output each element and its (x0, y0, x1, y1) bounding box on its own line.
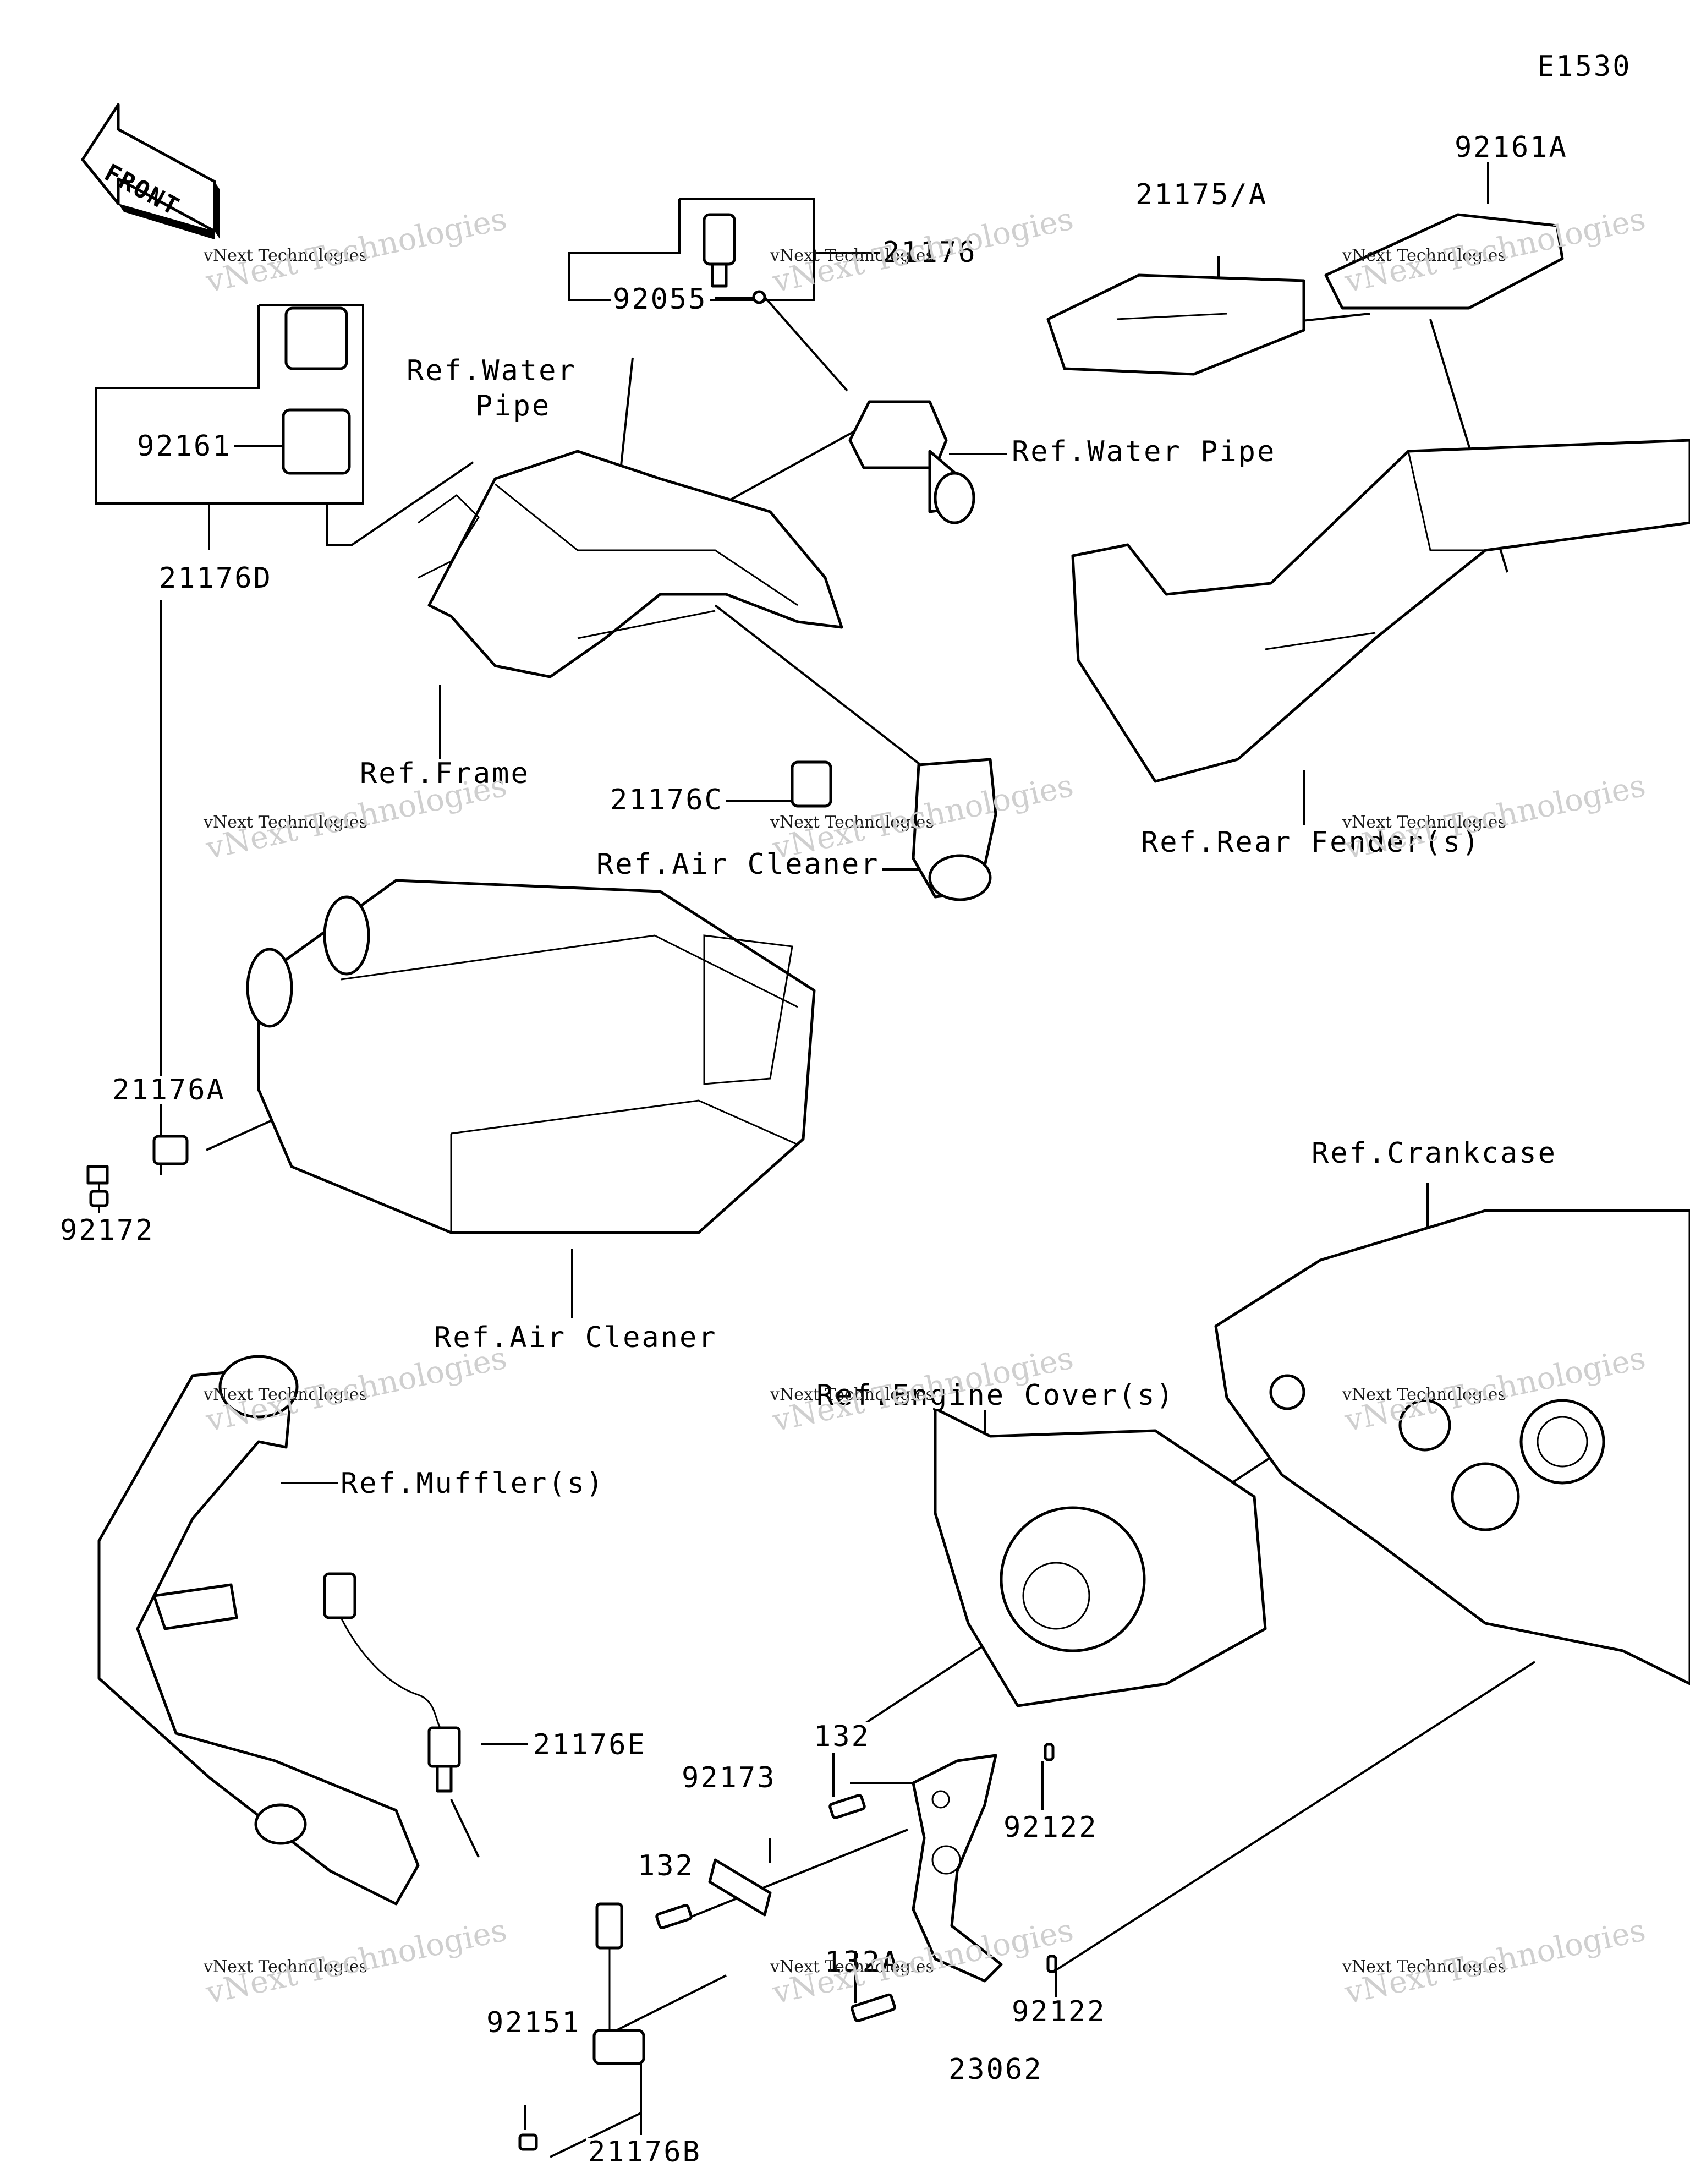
part-rear-fender (1071, 439, 1690, 783)
label-ref-air-cleaner-2: Ref.Air Cleaner (432, 1323, 720, 1352)
part-muffler (97, 1355, 420, 1906)
label-21176e: 21176E (531, 1731, 649, 1759)
label-92151: 92151 (484, 2008, 583, 2037)
part-21176-switch (703, 213, 766, 304)
label-23062: 23062 (946, 2055, 1045, 2084)
part-21176e-o2-sensor (323, 1572, 461, 1793)
part-21176a-sensor (86, 1135, 189, 1185)
part-engine-cover (934, 1407, 1267, 1707)
label-ref-engine-cover: Ref.Engine Cover(s) (814, 1381, 1177, 1410)
label-132-top: 132 (811, 1722, 873, 1751)
part-frame (418, 450, 843, 678)
label-21176: 21176 (880, 238, 979, 267)
label-92122-bottom: 92122 (1009, 1997, 1109, 2026)
label-92055: 92055 (611, 285, 710, 314)
label-ref-water-pipe-line2: Pipe (473, 392, 553, 420)
part-21175-ecu (1046, 273, 1305, 376)
part-92173-collar (708, 1858, 772, 1917)
label-92173: 92173 (679, 1764, 778, 1792)
front-arrow-icon (81, 103, 220, 239)
label-ref-rear-fender: Ref.Rear Fender(s) (1139, 828, 1483, 857)
label-21176b: 21176B (586, 2138, 704, 2166)
label-92122-top: 92122 (1001, 1813, 1100, 1842)
label-92161a: 92161A (1452, 133, 1570, 162)
label-92161: 92161 (135, 432, 234, 461)
label-21176a: 21176A (110, 1076, 228, 1104)
label-ref-water-pipe-line1: Ref.Water (404, 357, 579, 385)
part-92161a-bracket (1324, 213, 1564, 310)
sheet-code: E1530 (1535, 52, 1634, 81)
part-water-pipe-fitting (848, 400, 975, 524)
label-ref-frame: Ref.Frame (358, 759, 532, 788)
label-132a: 132A (825, 1946, 901, 1979)
part-air-cleaner (246, 879, 816, 1234)
label-21176c: 21176C (608, 786, 726, 814)
label-ref-water-pipe-2: Ref.Water Pipe (1009, 437, 1279, 466)
label-ref-crankcase: Ref.Crankcase (1309, 1139, 1559, 1168)
part-92161-relay (282, 306, 351, 475)
label-ref-muffler: Ref.Muffler(s) (338, 1469, 607, 1498)
part-23062-bracket (912, 1754, 1003, 1983)
part-crankcase (1214, 1209, 1690, 1685)
part-21176c-sensor (791, 758, 997, 901)
bolts (89, 1190, 1057, 2151)
label-132-mid: 132 (635, 1852, 696, 1880)
label-ref-air-cleaner-1: Ref.Air Cleaner (594, 850, 882, 879)
label-21175a: 21175/A (1133, 180, 1270, 209)
label-21176d: 21176D (157, 564, 275, 593)
label-92172: 92172 (58, 1216, 157, 1245)
part-21176b-sensor (592, 1902, 645, 2065)
